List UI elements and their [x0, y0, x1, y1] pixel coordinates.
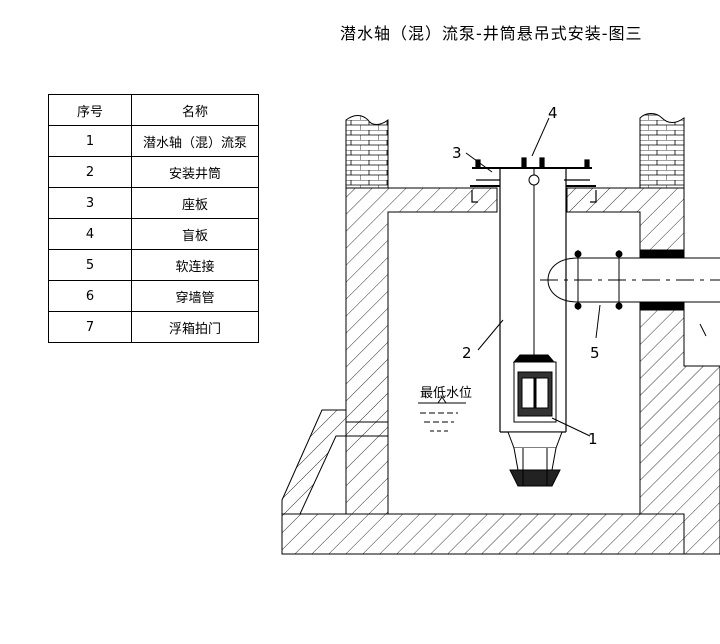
part-number: 1 [48, 125, 132, 157]
table-row: 7 浮箱拍门 [48, 311, 259, 343]
seat-plate [470, 157, 597, 203]
leader-lines [465, 117, 707, 437]
wall-pipe [540, 249, 720, 311]
submersible-pump [507, 354, 563, 487]
part-number: 3 [48, 187, 132, 219]
part-number: 6 [48, 280, 132, 312]
callout-2: 2 [462, 344, 472, 362]
callout-4: 4 [548, 104, 558, 122]
pit-concrete-structure [281, 187, 720, 555]
part-name: 安装井筒 [131, 156, 259, 188]
table-row: 1 潜水轴（混）流泵 [48, 125, 259, 157]
brick-wall-right [639, 113, 685, 189]
callout-1: 1 [588, 430, 598, 448]
pit-outline [281, 409, 388, 554]
header-number: 序号 [48, 94, 132, 126]
part-name: 潜水轴（混）流泵 [131, 125, 259, 157]
table-row: 4 盲板 [48, 218, 259, 250]
lifting-cable [528, 168, 540, 355]
table-row: 2 安装井筒 [48, 156, 259, 188]
callout-3: 3 [452, 144, 462, 162]
parts-table: 序号 名称 1 潜水轴（混）流泵 2 安装井筒 3 座板 4 盲板 5 软连接 … [48, 94, 259, 343]
water-level-symbol [418, 396, 466, 432]
table-row: 5 软连接 [48, 249, 259, 281]
parts-table-header: 序号 名称 [48, 94, 259, 126]
callout-5: 5 [590, 344, 600, 362]
brick-wall-left [345, 115, 389, 189]
water-level-label: 最低水位 [420, 386, 472, 401]
part-number: 7 [48, 311, 132, 343]
header-name: 名称 [131, 94, 259, 126]
part-number: 5 [48, 249, 132, 281]
drawing-title: 潜水轴（混）流泵-井筒悬吊式安装-图三 [340, 24, 643, 43]
table-row: 3 座板 [48, 187, 259, 219]
part-name: 浮箱拍门 [131, 311, 259, 343]
part-number: 2 [48, 156, 132, 188]
part-name: 座板 [131, 187, 259, 219]
part-name: 盲板 [131, 218, 259, 250]
